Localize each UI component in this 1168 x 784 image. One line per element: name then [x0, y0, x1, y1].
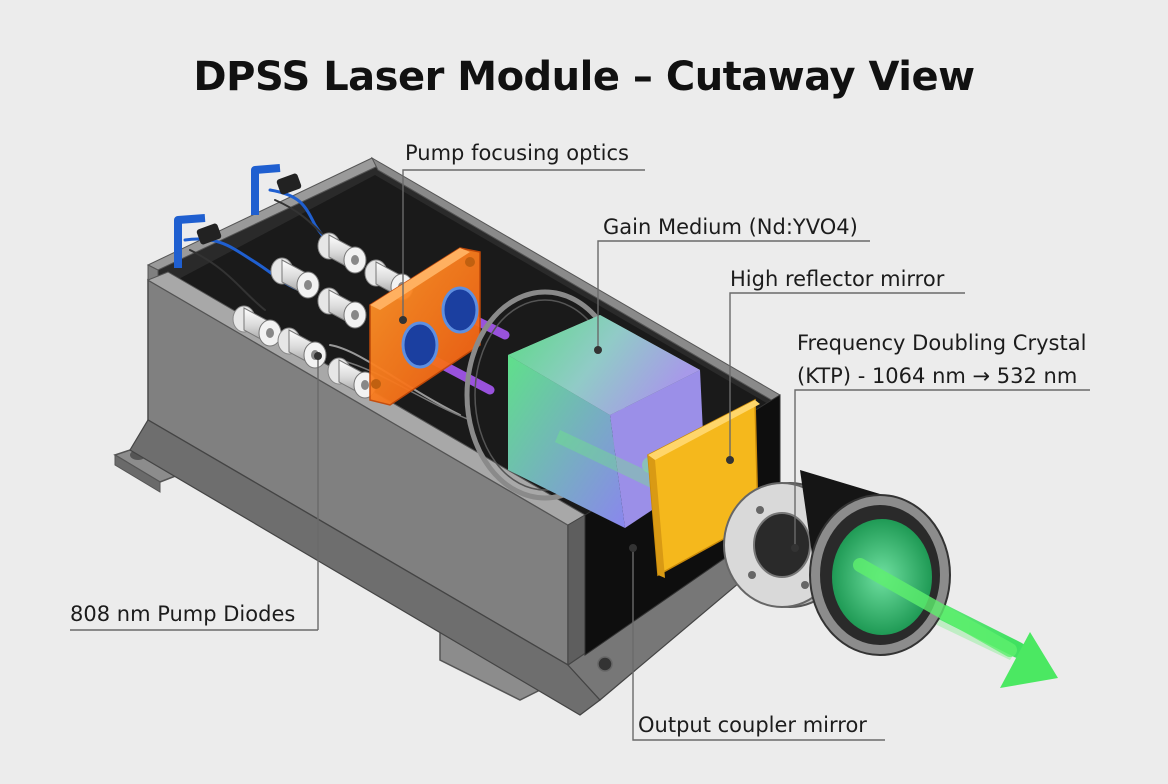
diode-connector-left — [174, 214, 222, 268]
label-output-coupler: Output coupler mirror — [638, 713, 867, 737]
output-coupler-tube — [800, 470, 951, 656]
pump-diode — [317, 232, 367, 274]
label-doubling-crystal-line1: Frequency Doubling Crystal — [797, 331, 1087, 355]
pump-diode — [317, 287, 367, 329]
label-pump-focusing-optics: Pump focusing optics — [405, 141, 629, 165]
label-pump-diodes: 808 nm Pump Diodes — [70, 602, 296, 626]
beam-arrowhead — [1000, 632, 1058, 688]
pump-diode — [270, 257, 320, 299]
leader-high-reflector — [729, 292, 965, 460]
leader-lines — [70, 169, 1090, 741]
label-gain-medium: Gain Medium (Nd:YVO4) — [603, 215, 858, 239]
pump-diode — [232, 305, 282, 347]
leader-ktp — [794, 389, 1090, 548]
label-high-reflector: High reflector mirror — [730, 267, 945, 291]
diode-connector-right — [251, 164, 302, 215]
pump-diode — [277, 327, 327, 369]
leader-gain-medium — [597, 240, 870, 350]
leader-output-coupler — [632, 548, 885, 741]
diagram-title: DPSS Laser Module – Cutaway View — [193, 54, 975, 100]
leader-dots — [314, 316, 799, 552]
gain-medium-crystal — [508, 315, 705, 528]
focusing-lenses — [401, 286, 479, 369]
label-doubling-crystal-line2: (KTP) - 1064 nm → 532 nm — [797, 364, 1078, 388]
leader-pump-optics — [402, 169, 645, 320]
